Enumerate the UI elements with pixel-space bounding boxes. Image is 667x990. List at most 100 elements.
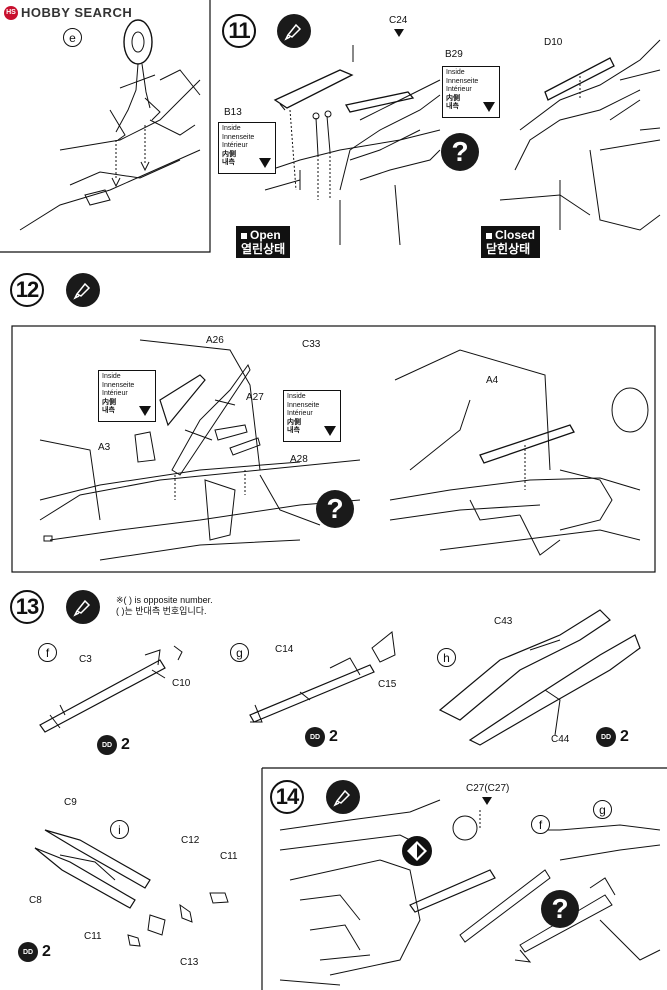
inside-ko: 내측 bbox=[102, 407, 115, 414]
mirror-side-icon bbox=[402, 836, 432, 866]
inside-en: Inside bbox=[102, 373, 121, 380]
closed-ko: 닫힌상태 bbox=[486, 242, 531, 256]
inside-ja: 内側 bbox=[446, 94, 460, 102]
make-two-icon: DD bbox=[305, 727, 325, 747]
step12-right-drawing bbox=[389, 349, 649, 556]
logo-text: HOBBY SEARCH bbox=[21, 5, 133, 20]
sub-step-f-14: f bbox=[531, 815, 550, 834]
open-state-label: Open 열린상태 bbox=[236, 226, 291, 258]
inside-de: Innenseite bbox=[287, 401, 320, 409]
step-14-number: 14 bbox=[270, 780, 304, 814]
arrow-icon bbox=[139, 406, 151, 416]
part-label: A26 bbox=[206, 335, 224, 346]
glue-icon bbox=[277, 14, 311, 48]
part-label: C11 bbox=[220, 851, 238, 862]
inside-en: Inside bbox=[446, 69, 465, 76]
landing-gear-e-drawing bbox=[19, 19, 201, 231]
part-label: A3 bbox=[98, 442, 111, 453]
logo-disc-icon: HS bbox=[4, 5, 18, 20]
quantity-mark: DD 2 bbox=[305, 727, 338, 747]
part-label: C12 bbox=[181, 835, 200, 846]
missile-f-drawing bbox=[39, 645, 183, 733]
arrow-icon bbox=[394, 29, 404, 37]
question-mark-icon: ? bbox=[441, 133, 479, 171]
arrow-icon bbox=[483, 102, 495, 112]
inside-ko: 내측 bbox=[446, 103, 459, 110]
part-label: C11 bbox=[84, 931, 102, 942]
inside-de: Innenseite bbox=[446, 77, 479, 85]
inside-note-box: Inside Innenseite Intérieur 内側 내측 bbox=[283, 390, 341, 442]
opposite-number-note: ※( ) is opposite number. ( )는 반대측 번호입니다. bbox=[116, 595, 213, 617]
fuel-tank-h-drawing bbox=[438, 609, 641, 746]
note-en: ※( ) is opposite number. bbox=[116, 595, 213, 605]
sub-step-f: f bbox=[38, 643, 57, 662]
glue-icon bbox=[66, 590, 100, 624]
sub-step-g: g bbox=[230, 643, 249, 662]
sub-step-h: h bbox=[437, 648, 456, 667]
part-label: C8 bbox=[29, 895, 42, 906]
part-label: A4 bbox=[486, 375, 499, 386]
part-label: C43 bbox=[494, 616, 513, 627]
inside-ja: 内側 bbox=[222, 150, 236, 158]
quantity-mark: DD 2 bbox=[97, 735, 130, 755]
inside-en: Inside bbox=[287, 393, 306, 400]
step-11-number: 11 bbox=[222, 14, 256, 48]
quantity-value: 2 bbox=[121, 736, 130, 753]
part-label: C14 bbox=[275, 644, 294, 655]
part-label: D10 bbox=[544, 37, 563, 48]
missile-g-drawing bbox=[249, 631, 396, 723]
sub-step-g-14: g bbox=[593, 800, 612, 819]
part-label: C44 bbox=[551, 734, 570, 745]
part-label: B13 bbox=[224, 107, 242, 118]
inside-note-box: Inside Innenseite Intérieur 内側 내측 bbox=[218, 122, 276, 174]
sub-step-i: i bbox=[110, 820, 129, 839]
inside-fr: Intérieur bbox=[222, 142, 248, 149]
closed-state-drawing bbox=[499, 39, 661, 231]
part-label: A28 bbox=[290, 454, 308, 465]
open-en: Open bbox=[250, 228, 281, 242]
step14-drawing bbox=[279, 799, 661, 986]
inside-ko: 내측 bbox=[287, 427, 300, 434]
part-label: C13 bbox=[180, 957, 199, 968]
quantity-value: 2 bbox=[620, 728, 629, 745]
part-label: C9 bbox=[64, 797, 77, 808]
inside-ja: 内側 bbox=[287, 418, 301, 426]
part-label: C10 bbox=[172, 678, 191, 689]
note-ko: ( )는 반대측 번호입니다. bbox=[116, 606, 207, 616]
arrow-icon bbox=[482, 797, 492, 805]
quantity-value: 2 bbox=[329, 728, 338, 745]
make-two-icon: DD bbox=[18, 942, 38, 962]
glue-icon bbox=[326, 780, 360, 814]
inside-ko: 내측 bbox=[222, 159, 235, 166]
quantity-mark: DD 2 bbox=[596, 727, 629, 747]
arrow-icon bbox=[259, 158, 271, 168]
inside-de: Innenseite bbox=[102, 381, 135, 389]
hobby-search-watermark: HS HOBBY SEARCH bbox=[4, 5, 132, 20]
square-bullet-icon bbox=[241, 232, 247, 239]
inside-ja: 内側 bbox=[102, 398, 116, 406]
inside-fr: Intérieur bbox=[446, 86, 472, 93]
inside-fr: Intérieur bbox=[287, 410, 313, 417]
question-mark-icon: ? bbox=[316, 490, 354, 528]
part-label: C33 bbox=[302, 339, 321, 350]
open-ko: 열린상태 bbox=[241, 242, 286, 256]
open-state-drawing bbox=[264, 45, 441, 246]
step-13-number: 13 bbox=[10, 590, 44, 624]
arrow-icon bbox=[324, 426, 336, 436]
glue-icon bbox=[66, 273, 100, 307]
part-label: C24 bbox=[389, 15, 408, 26]
quantity-value: 2 bbox=[42, 943, 51, 960]
pylon-i-drawing bbox=[34, 829, 229, 947]
closed-en: Closed bbox=[495, 228, 536, 242]
part-label: C15 bbox=[378, 679, 397, 690]
inside-en: Inside bbox=[222, 125, 241, 132]
inside-de: Innenseite bbox=[222, 133, 255, 141]
part-label: B29 bbox=[445, 49, 463, 60]
part-label: C3 bbox=[79, 654, 92, 665]
inside-fr: Intérieur bbox=[102, 390, 128, 397]
step-12-number: 12 bbox=[10, 273, 44, 307]
part-label: A27 bbox=[246, 392, 264, 403]
closed-state-label: Closed 닫힌상태 bbox=[481, 226, 541, 258]
part-label: C27(C27) bbox=[466, 783, 510, 794]
